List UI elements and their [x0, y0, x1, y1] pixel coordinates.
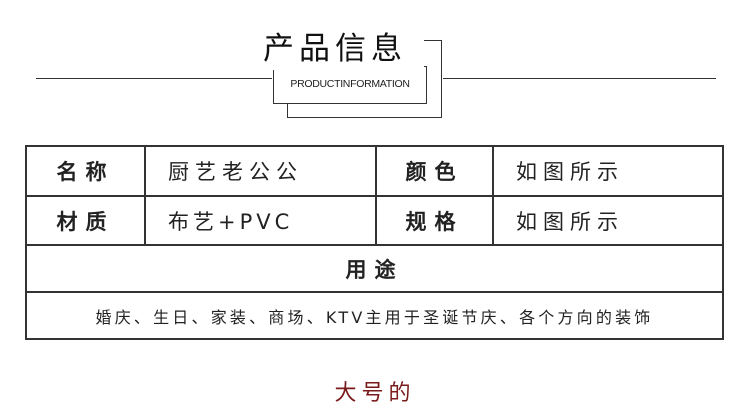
value-spec: 如图所示	[516, 209, 624, 234]
table-divider-row1	[27, 195, 722, 197]
size-caption: 大号的	[334, 381, 416, 406]
value-name: 厨艺老公公	[168, 160, 303, 184]
value-color: 如图所示	[516, 160, 624, 184]
header-rule-right	[443, 78, 716, 79]
table-divider-col3	[492, 147, 494, 246]
label-spec: 规格	[405, 209, 464, 234]
usage-heading: 用途	[345, 257, 404, 282]
product-info-table: 名称 厨艺老公公 颜色 如图所示 材质 布艺+PVC 规格 如图所示 用途 婚庆…	[25, 145, 724, 340]
table-divider-row2	[27, 244, 722, 246]
page-subtitle: PRODUCTINFORMATION	[290, 78, 410, 90]
label-name: 名称	[56, 160, 115, 184]
label-color: 颜色	[405, 160, 464, 184]
usage-text: 婚庆、生日、家装、商场、KTV主用于圣诞节庆、各个方向的装饰	[95, 307, 654, 327]
table-divider-col1	[144, 147, 146, 246]
table-divider-row3	[27, 291, 722, 293]
table-divider-col2	[375, 147, 377, 246]
label-material: 材质	[56, 209, 115, 234]
page-title: 产品信息	[246, 28, 424, 70]
value-material: 布艺+PVC	[168, 209, 294, 234]
header-rule-left	[36, 78, 272, 79]
